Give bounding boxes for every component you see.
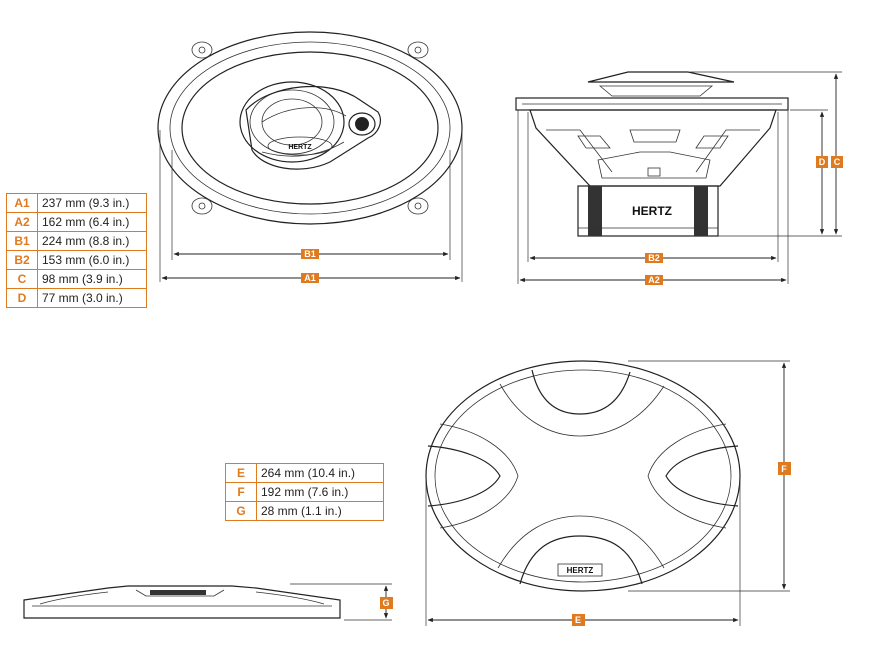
- table-row: E 264 mm (10.4 in.): [225, 463, 384, 483]
- dimension-key: B1: [6, 231, 38, 251]
- dimension-value: 264 mm (10.4 in.): [256, 463, 384, 483]
- dimension-value: 28 mm (1.1 in.): [256, 501, 384, 521]
- dimension-a1: A1: [159, 130, 463, 283]
- table-row: A2 162 mm (6.4 in.): [6, 212, 147, 232]
- mounting-ear: [191, 41, 213, 59]
- dimension-f: F: [628, 360, 791, 592]
- dimension-c: C: [690, 71, 843, 237]
- speaker-side-view: HERTZ: [515, 71, 789, 237]
- dimension-key: F: [225, 482, 257, 502]
- table-row: F 192 mm (7.6 in.): [225, 482, 384, 502]
- grille-brand-label: HERTZ: [567, 566, 594, 575]
- table-row: A1 237 mm (9.3 in.): [6, 193, 147, 213]
- dimension-value: 98 mm (3.9 in.): [37, 269, 147, 289]
- dimension-value: 237 mm (9.3 in.): [37, 193, 147, 213]
- tag-c: C: [834, 157, 841, 167]
- tag-f: F: [781, 464, 787, 474]
- dimension-value: 77 mm (3.0 in.): [37, 288, 147, 308]
- tag-b1: B1: [304, 249, 316, 259]
- dimension-table-speaker: A1 237 mm (9.3 in.) A2 162 mm (6.4 in.) …: [6, 193, 147, 308]
- side-brand-label: HERTZ: [632, 204, 672, 218]
- dimension-value: 153 mm (6.0 in.): [37, 250, 147, 270]
- grille-front-view: HERTZ: [425, 360, 741, 592]
- speaker-front-view: HERTZ: [157, 31, 463, 225]
- table-row: B1 224 mm (8.8 in.): [6, 231, 147, 251]
- dimension-key: A1: [6, 193, 38, 213]
- dimension-key: G: [225, 501, 257, 521]
- table-row: C 98 mm (3.9 in.): [6, 269, 147, 289]
- dimension-a2: A2: [517, 110, 789, 285]
- grille-side-view: [23, 585, 341, 619]
- dimension-e: E: [425, 478, 741, 626]
- dimension-key: B2: [6, 250, 38, 270]
- dimension-value: 162 mm (6.4 in.): [37, 212, 147, 232]
- dimension-d: D: [790, 109, 828, 235]
- dimension-key: C: [6, 269, 38, 289]
- mounting-ear: [407, 197, 429, 215]
- dimension-value: 192 mm (7.6 in.): [256, 482, 384, 502]
- dimension-b2: B2: [527, 112, 779, 263]
- tag-b2: B2: [648, 253, 660, 263]
- dimension-key: E: [225, 463, 257, 483]
- tag-a2: A2: [648, 275, 660, 285]
- tag-g: G: [382, 598, 389, 608]
- tag-d: D: [819, 157, 826, 167]
- dimension-key: A2: [6, 212, 38, 232]
- mounting-ear: [407, 41, 429, 59]
- table-row: B2 153 mm (6.0 in.): [6, 250, 147, 270]
- dimension-b1: B1: [171, 150, 451, 260]
- dimension-key: D: [6, 288, 38, 308]
- mounting-ear: [191, 197, 213, 215]
- table-row: G 28 mm (1.1 in.): [225, 501, 384, 521]
- tag-a1: A1: [304, 273, 316, 283]
- dimension-table-grille: E 264 mm (10.4 in.) F 192 mm (7.6 in.) G…: [225, 463, 384, 521]
- dimension-value: 224 mm (8.8 in.): [37, 231, 147, 251]
- dimension-g: G: [290, 583, 393, 621]
- table-row: D 77 mm (3.0 in.): [6, 288, 147, 308]
- tag-e: E: [575, 615, 581, 625]
- brand-label: HERTZ: [288, 144, 312, 151]
